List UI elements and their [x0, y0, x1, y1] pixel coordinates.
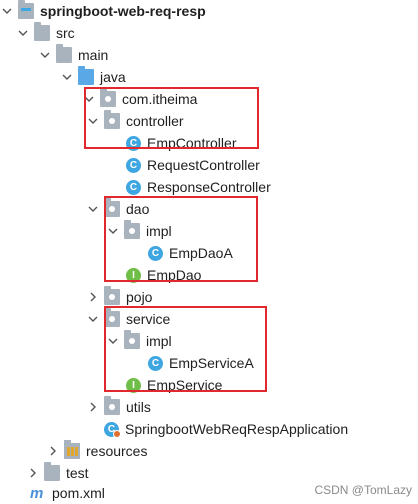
- class-icon: C: [126, 135, 141, 151]
- tree-item-label: EmpDao: [147, 267, 202, 283]
- tree-item-emp-dao[interactable]: I EmpDao: [126, 264, 201, 286]
- folder-icon: [34, 22, 50, 41]
- tree-item-utils[interactable]: utils: [86, 396, 151, 418]
- tree-item-dao-impl[interactable]: impl: [106, 220, 172, 242]
- package-icon: [104, 286, 120, 305]
- class-icon: C: [126, 157, 141, 173]
- folder-icon: [56, 44, 72, 63]
- highlight-box-dao: [104, 196, 258, 282]
- tree-item-emp-service[interactable]: I EmpService: [126, 374, 222, 396]
- spring-application-class-icon: C: [104, 421, 121, 438]
- chevron-right-icon[interactable]: [26, 462, 40, 484]
- chevron-down-icon[interactable]: [86, 198, 100, 220]
- tree-item-label: EmpServiceA: [169, 355, 254, 371]
- class-icon: C: [148, 355, 163, 371]
- package-icon: [104, 198, 120, 217]
- interface-icon: I: [126, 377, 141, 393]
- tree-item-label: pojo: [126, 289, 153, 305]
- tree-item-label: pom.xml: [52, 485, 105, 501]
- tree-item-label: ResponseController: [147, 179, 271, 195]
- chevron-down-icon[interactable]: [106, 220, 120, 242]
- tree-item-main[interactable]: main: [38, 44, 108, 66]
- chevron-down-icon[interactable]: [86, 110, 100, 132]
- highlight-box-controller: [84, 87, 259, 149]
- tree-item-label: controller: [126, 113, 184, 129]
- tree-item-label: test: [66, 465, 89, 481]
- tree-item-label: main: [78, 47, 109, 63]
- resources-folder-icon: [64, 440, 80, 459]
- tree-item-label: utils: [126, 399, 151, 415]
- tree-item-application[interactable]: C SpringbootWebReqRespApplication: [104, 418, 348, 440]
- tree-item-resources[interactable]: resources: [46, 440, 147, 462]
- class-icon: C: [148, 245, 163, 261]
- tree-item-emp-service-a[interactable]: C EmpServiceA: [148, 352, 254, 374]
- module-folder-icon: [18, 0, 34, 19]
- tree-item-label: EmpService: [147, 377, 223, 393]
- chevron-right-icon[interactable]: [86, 286, 100, 308]
- tree-item-label: src: [56, 25, 75, 41]
- highlight-box-service: [104, 306, 267, 392]
- tree-item-pojo[interactable]: pojo: [86, 286, 152, 308]
- tree-item-src[interactable]: src: [16, 22, 75, 44]
- class-icon: C: [126, 179, 141, 195]
- tree-item-request-controller[interactable]: C RequestController: [126, 154, 260, 176]
- chevron-down-icon[interactable]: [38, 44, 52, 66]
- tree-item-label: dao: [126, 201, 150, 217]
- tree-item-package-root[interactable]: com.itheima: [82, 88, 197, 110]
- tree-item-label: resources: [86, 443, 148, 459]
- chevron-right-icon[interactable]: [46, 440, 60, 462]
- watermark: CSDN @TomLazy: [314, 483, 412, 497]
- source-folder-icon: [78, 66, 94, 85]
- tree-item-label: impl: [146, 223, 172, 239]
- tree-item-label: EmpDaoA: [169, 245, 233, 261]
- tree-item-java[interactable]: java: [60, 66, 126, 88]
- tree-item-label: SpringbootWebReqRespApplication: [125, 421, 349, 437]
- tree-item-emp-dao-a[interactable]: C EmpDaoA: [148, 242, 233, 264]
- tree-item-service[interactable]: service: [86, 308, 170, 330]
- tree-item-label: RequestController: [147, 157, 260, 173]
- folder-icon: [44, 462, 60, 481]
- package-icon: [124, 330, 140, 349]
- chevron-down-icon[interactable]: [106, 330, 120, 352]
- tree-item-label: com.itheima: [122, 91, 198, 107]
- package-icon: [104, 308, 120, 327]
- tree-item-label: java: [100, 69, 126, 85]
- chevron-down-icon[interactable]: [0, 0, 14, 22]
- maven-icon: m: [30, 484, 44, 502]
- package-icon: [100, 88, 116, 107]
- tree-item-response-controller[interactable]: C ResponseController: [126, 176, 271, 198]
- interface-icon: I: [126, 267, 141, 283]
- tree-item-pom[interactable]: m pom.xml: [30, 482, 105, 504]
- tree-item-test[interactable]: test: [26, 462, 89, 484]
- package-icon: [104, 110, 120, 129]
- tree-item-controller[interactable]: controller: [86, 110, 184, 132]
- package-icon: [104, 396, 120, 415]
- chevron-down-icon[interactable]: [82, 88, 96, 110]
- chevron-right-icon[interactable]: [86, 396, 100, 418]
- tree-item-label: service: [126, 311, 171, 327]
- tree-item-project[interactable]: springboot-web-req-resp: [0, 0, 206, 22]
- chevron-down-icon[interactable]: [16, 22, 30, 44]
- tree-item-label: springboot-web-req-resp: [40, 3, 206, 19]
- chevron-down-icon[interactable]: [60, 66, 74, 88]
- tree-item-service-impl[interactable]: impl: [106, 330, 172, 352]
- tree-item-dao[interactable]: dao: [86, 198, 149, 220]
- chevron-down-icon[interactable]: [86, 308, 100, 330]
- package-icon: [124, 220, 140, 239]
- tree-item-label: impl: [146, 333, 172, 349]
